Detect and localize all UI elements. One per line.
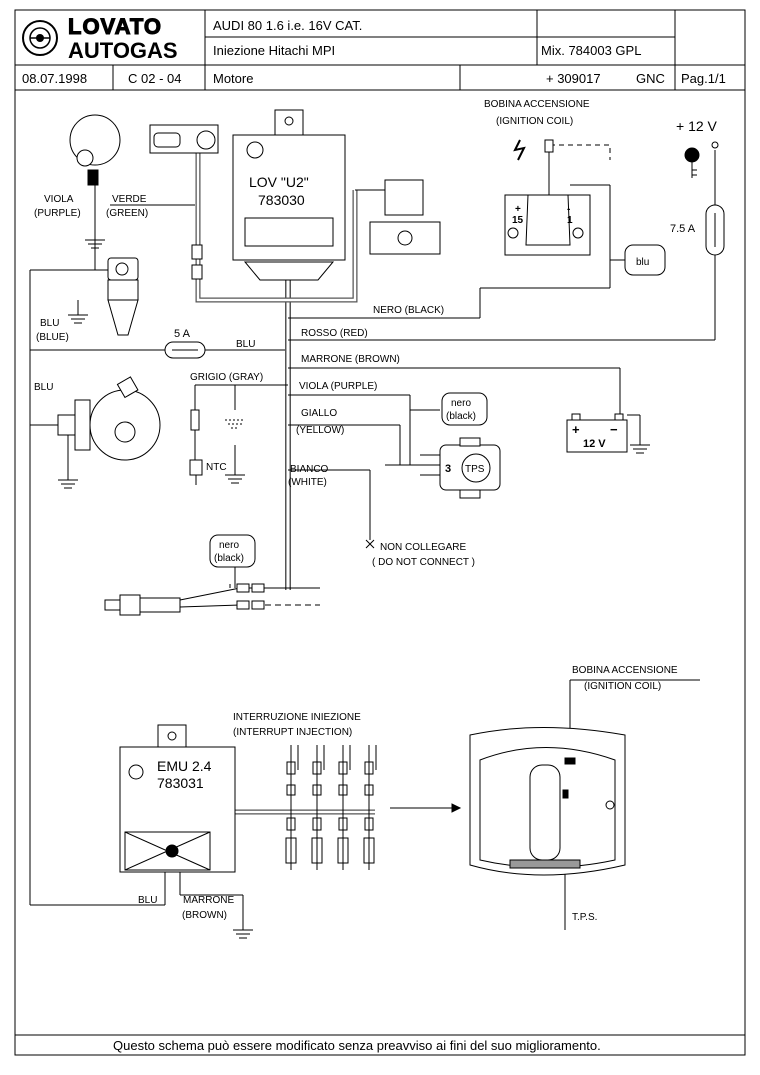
non-collegare-label: NON COLLEGARE — [380, 542, 466, 553]
fuse-5a — [164, 341, 206, 359]
rosso-wire-label: ROSSO (RED) — [301, 328, 368, 339]
fuse-7-5a-label: 7.5 A — [670, 223, 696, 235]
blu-left-label-en: (BLUE) — [36, 332, 69, 343]
tps-label: TPS — [465, 464, 485, 475]
page-number: Pag.1/1 — [681, 71, 726, 86]
vehicle-model: AUDI 80 1.6 i.e. 16V CAT. — [213, 18, 362, 33]
giallo-wire-label-en: (YELLOW) — [296, 425, 344, 436]
footer-note: Questo schema può essere modificato senz… — [113, 1038, 601, 1053]
coil-pin-15: 15 — [512, 215, 524, 226]
blu-fuse-label: BLU — [236, 339, 255, 350]
emu-code: 783031 — [157, 775, 204, 791]
fuel-type: GNC — [636, 71, 665, 86]
battery-plus: + — [572, 422, 580, 437]
section-name: Motore — [213, 71, 253, 86]
plus-12v-label: + 12 V — [676, 118, 718, 134]
battery-minus: − — [610, 422, 618, 437]
coil-plus: + — [515, 204, 521, 215]
interrupt-label-en: (INTERRUPT INJECTION) — [233, 727, 352, 738]
drawing-code: C 02 - 04 — [128, 71, 181, 86]
interruzione-label: INTERRUZIONE INIEZIONE — [233, 712, 361, 723]
part-number: + 309017 — [546, 71, 601, 86]
logo-lovato-text: LOVATO — [68, 14, 162, 39]
not-connected-mark — [365, 539, 375, 549]
lovato-logo — [22, 20, 58, 56]
throttle-position-sensor — [420, 437, 501, 499]
mixer-code: Mix. 784003 GPL — [541, 43, 641, 58]
lpg-reducer — [57, 376, 161, 489]
viola-label: VIOLA — [44, 194, 74, 205]
ntc-sensor — [189, 409, 245, 485]
gas-solenoid — [68, 257, 139, 336]
nero-box-tps-text: nero — [451, 398, 471, 409]
distributor — [69, 114, 121, 249]
marrone-emu-label-en: (BROWN) — [182, 910, 227, 921]
nero-wire-label: NERO (BLACK) — [373, 305, 444, 316]
gas-injector-valve — [369, 179, 441, 255]
emu-module — [119, 724, 236, 873]
blu-reducer-label: BLU — [34, 382, 53, 393]
blu-box-text: blu — [636, 257, 649, 268]
commutator-switch — [149, 124, 219, 280]
giallo-wire-label: GIALLO — [301, 408, 337, 419]
ecu-code: 783030 — [258, 192, 305, 208]
nero-box-lambda-text-en: (black) — [214, 553, 244, 564]
nero-box-lambda-text: nero — [219, 540, 239, 551]
ecu-name: LOV "U2" — [249, 174, 309, 190]
grigio-wire-label: GRIGIO (GRAY) — [190, 372, 263, 383]
title-block — [14, 9, 746, 1056]
date-field: 08.07.1998 — [22, 71, 87, 86]
blu-emu-label: BLU — [138, 895, 157, 906]
tps-pin-number: 3 — [445, 463, 451, 475]
bianco-wire-label-en: (WHITE) — [288, 477, 327, 488]
ground-symbols — [233, 929, 253, 939]
ignition-coil-label-en: (IGNITION COIL) — [496, 116, 573, 127]
ignition-coil-engine-label-en: (IGNITION COIL) — [584, 681, 661, 692]
coil-pin-1: 1 — [567, 215, 573, 226]
fuse-7-5a — [705, 204, 725, 256]
verde-label: VERDE — [112, 194, 147, 205]
tps-engine-label: T.P.S. — [572, 912, 597, 923]
verde-label-en: (GREEN) — [106, 208, 148, 219]
logo-autogas-text: AUTOGAS — [68, 38, 178, 63]
do-not-connect-label: ( DO NOT CONNECT ) — [372, 557, 475, 568]
ignition-coil-engine-label: BOBINA ACCENSIONE — [572, 665, 678, 676]
nero-label-box-tps — [441, 392, 488, 426]
marrone-wire-label: MARRONE (BROWN) — [301, 354, 400, 365]
bianco-wire-label: BIANCO — [290, 464, 329, 475]
fuse-5a-label: 5 A — [174, 328, 191, 340]
ntc-label: NTC — [206, 462, 227, 473]
viola-label-en: (PURPLE) — [34, 208, 81, 219]
injector-connectors — [285, 745, 377, 870]
marrone-emu-label: MARRONE — [183, 895, 234, 906]
blu-label-box — [624, 244, 666, 276]
ignition-coil-label: BOBINA ACCENSIONE — [484, 99, 590, 110]
nero-label-box-lambda — [209, 534, 256, 568]
coil-minus: - — [567, 204, 570, 215]
emu-name: EMU 2.4 — [157, 758, 212, 774]
ignition-coil-top — [504, 139, 591, 256]
injection-system: Iniezione Hitachi MPI — [213, 43, 335, 58]
battery-voltage: 12 V — [583, 438, 606, 450]
ignition-key — [684, 141, 719, 178]
viola-wire-label: VIOLA (PURPLE) — [299, 381, 377, 392]
battery — [566, 413, 650, 454]
blu-left-label: BLU — [40, 318, 59, 329]
wires — [29, 140, 716, 906]
ecu-lov-u2 — [232, 109, 346, 281]
engine-block — [469, 727, 626, 876]
nero-box-tps-text-en: (black) — [446, 411, 476, 422]
lambda-sensor — [104, 583, 265, 616]
